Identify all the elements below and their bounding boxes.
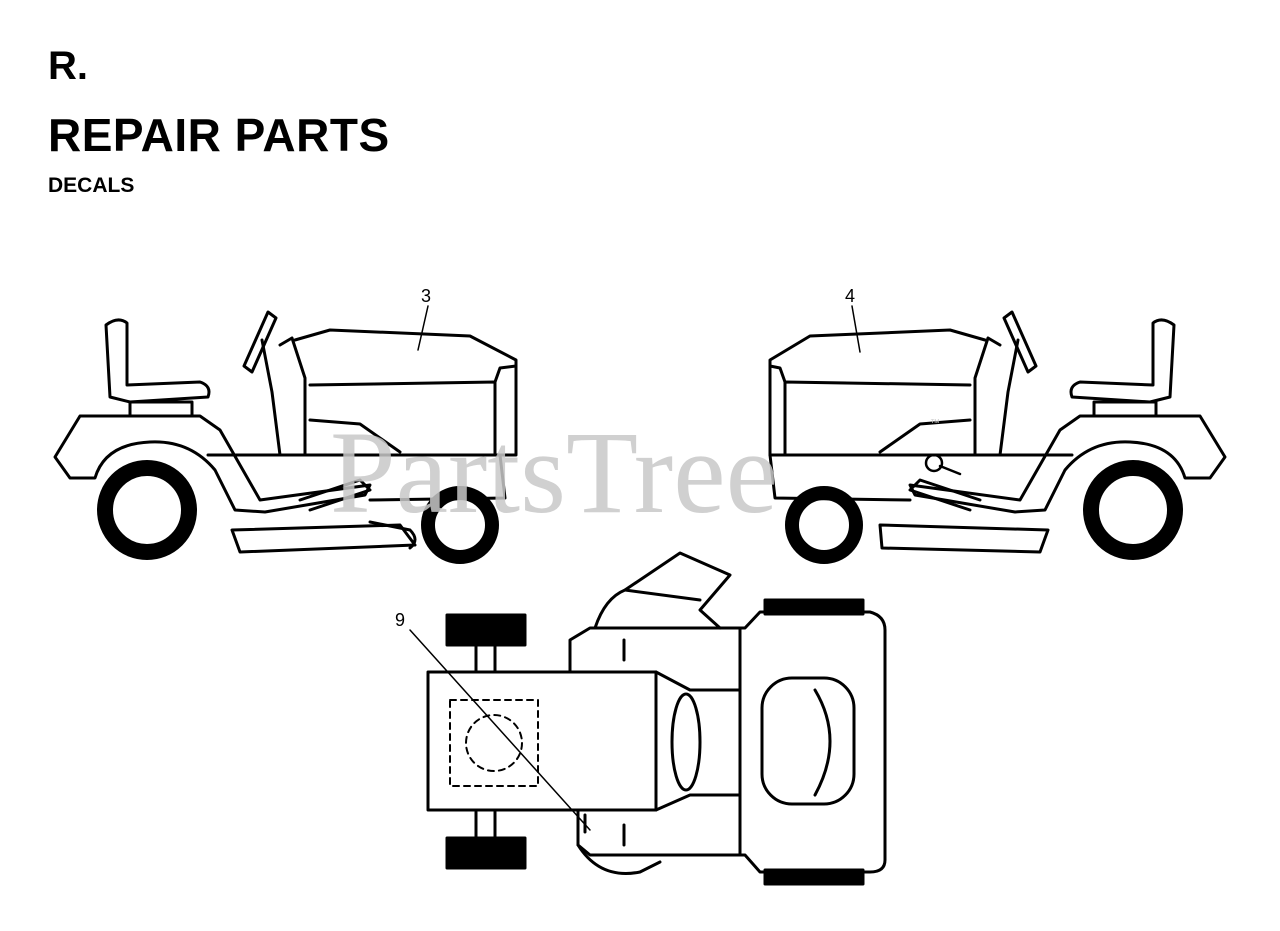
front-right-tire [445,836,527,870]
watermark: PartsTree [330,407,778,538]
rear-wheel [1083,460,1183,560]
steering-wheel [1002,310,1038,374]
rear-right-tire [763,868,865,886]
seat-back-curve [813,688,832,797]
seat [104,318,211,404]
mower-deck [230,523,417,554]
seat [1069,318,1176,404]
callout-4: 4 [845,286,855,306]
rear-left-tire [763,598,865,616]
hood [293,328,518,457]
hood-side-panel [308,418,402,454]
hood-front-grille [768,364,787,384]
tractor-top-view [409,551,887,886]
ignition-key-icon [924,453,944,473]
watermark-trademark: ™ [930,418,940,429]
engine-outline [449,699,539,787]
callout-9: 9 [395,610,405,630]
mower-deck [878,523,1050,554]
seat-top [760,676,856,806]
dashboard [973,336,1007,457]
page-title: REPAIR PARTS [48,109,390,161]
hood-top [426,670,658,812]
steering-wheel [242,310,278,374]
front-axle-top [474,643,497,674]
front-wheel [421,486,499,564]
callout-leader-left [417,305,429,351]
front-wheel [785,486,863,564]
hood-side-panel [878,418,972,454]
seat-base [128,400,194,418]
callout-leader-right [851,305,861,353]
dash-connector [654,670,742,812]
tractor-left-side-view [53,305,518,564]
front-axle-bottom [474,810,497,840]
deck-lever [908,478,982,512]
dashboard [273,336,307,457]
callout-leader-bottom [409,629,591,831]
page-subtitle: DECALS [48,174,135,197]
chute-edge [623,588,702,602]
key-shaft [938,464,962,476]
tractor-right-side-view [768,305,1227,564]
section-letter: R. [48,44,88,88]
deck-lever [298,478,372,512]
steering-column [260,338,282,457]
hood [768,328,987,457]
body-top [568,610,887,874]
steering-wheel-top [670,692,702,792]
callout-3: 3 [421,286,431,306]
rear-wheel [97,460,197,560]
front-left-tire [445,613,527,647]
engine-flywheel-outline [465,714,523,772]
deck-chute [368,520,417,550]
seat-base [1092,400,1158,418]
mower-deck-top [576,843,662,875]
hood-front-grille [493,364,518,384]
steering-column [998,338,1020,457]
discharge-chute [593,551,732,630]
